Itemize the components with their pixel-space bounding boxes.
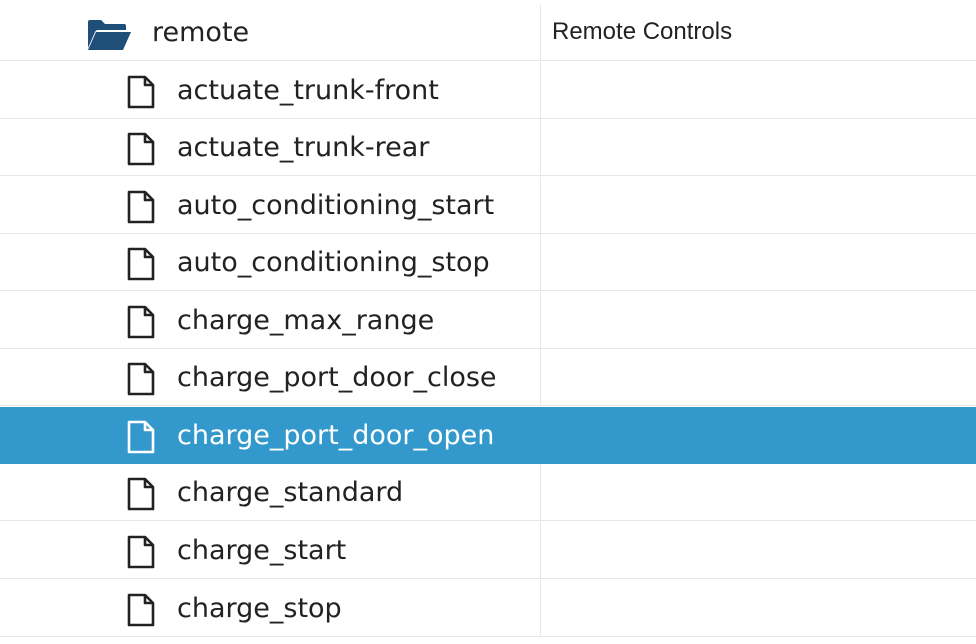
file-icon [127,75,155,109]
file-icon [127,535,155,569]
file-name: auto_conditioning_start [177,189,495,221]
tree-row-file[interactable]: actuate_trunk-front [0,62,976,119]
file-icon [127,132,155,166]
file-description [541,234,976,290]
file-name: charge_port_door_open [177,419,495,451]
file-description [541,119,976,175]
tree-row-folder-remote[interactable]: remote Remote Controls [0,4,976,61]
file-name: actuate_trunk-front [177,74,439,106]
name-cell: remote [0,4,541,60]
file-description [541,349,976,405]
file-name: charge_start [177,534,347,566]
file-description [541,177,976,233]
folder-open-icon [88,20,131,50]
file-icon [127,477,155,511]
file-description [541,464,976,520]
file-description [541,522,976,578]
file-icon [127,247,155,281]
tree-row-file[interactable]: charge_start [0,522,976,579]
file-icon [127,362,155,396]
file-name: charge_standard [177,476,404,508]
tree-row-file[interactable]: charge_stop [0,580,976,637]
folder-description: Remote Controls [552,18,733,45]
tree-row-file[interactable]: charge_standard [0,464,976,521]
tree-row-file-selected[interactable]: charge_port_door_open [0,407,976,464]
file-name: charge_port_door_close [177,361,497,393]
file-description [541,62,976,118]
file-description [541,580,976,636]
file-name: auto_conditioning_stop [177,246,490,278]
file-description [541,407,976,463]
file-icon [127,593,155,627]
tree-row-file[interactable]: charge_port_door_close [0,349,976,406]
file-name: charge_stop [177,592,342,624]
file-name: actuate_trunk-rear [177,131,430,163]
file-icon [127,190,155,224]
file-name: charge_max_range [177,304,435,336]
tree-row-file[interactable]: charge_max_range [0,292,976,349]
file-icon [127,305,155,339]
file-description [541,292,976,348]
tree-row-file[interactable]: actuate_trunk-rear [0,119,976,176]
tree-row-file[interactable]: auto_conditioning_stop [0,234,976,291]
tree-row-file[interactable]: auto_conditioning_start [0,177,976,234]
file-icon [127,420,155,454]
folder-name: remote [152,16,250,48]
